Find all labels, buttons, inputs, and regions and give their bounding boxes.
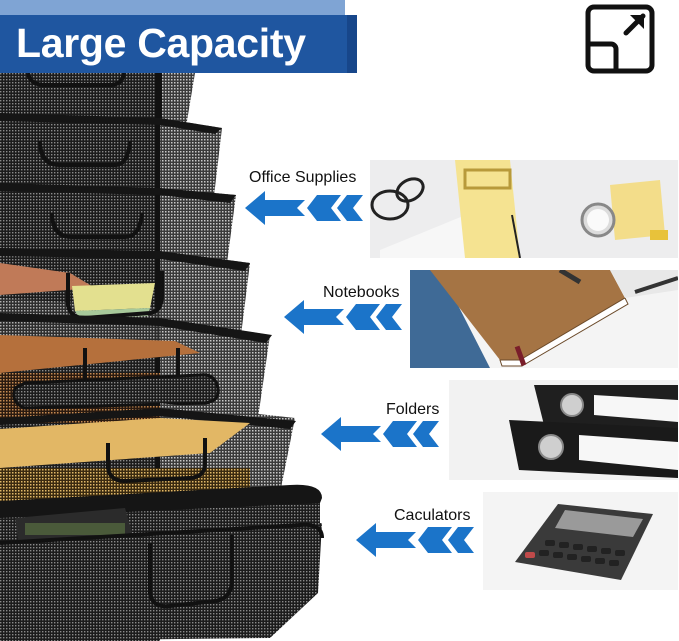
banner: Large Capacity [0,15,357,73]
calculator-photo [483,492,678,590]
arrow-left-icon [284,300,402,334]
banner-accent-strip [0,0,345,16]
callout-label-office-supplies: Office Supplies [249,169,357,186]
callout-label-folders: Folders [386,401,440,418]
banner-title: Large Capacity [16,20,306,66]
arrow-left-icon [356,523,474,557]
arrow-left-icon [245,191,363,225]
callout-label-notebooks: Notebooks [323,284,400,301]
expand-icon [585,4,655,74]
callout-label-calculators: Caculators [394,507,471,524]
expand-image-button[interactable] [585,4,655,74]
office-supplies-photo [370,160,678,258]
desk-organizer-image [0,72,330,641]
notebooks-photo [410,270,678,368]
folders-photo [449,380,678,480]
arrow-left-icon [321,417,439,451]
